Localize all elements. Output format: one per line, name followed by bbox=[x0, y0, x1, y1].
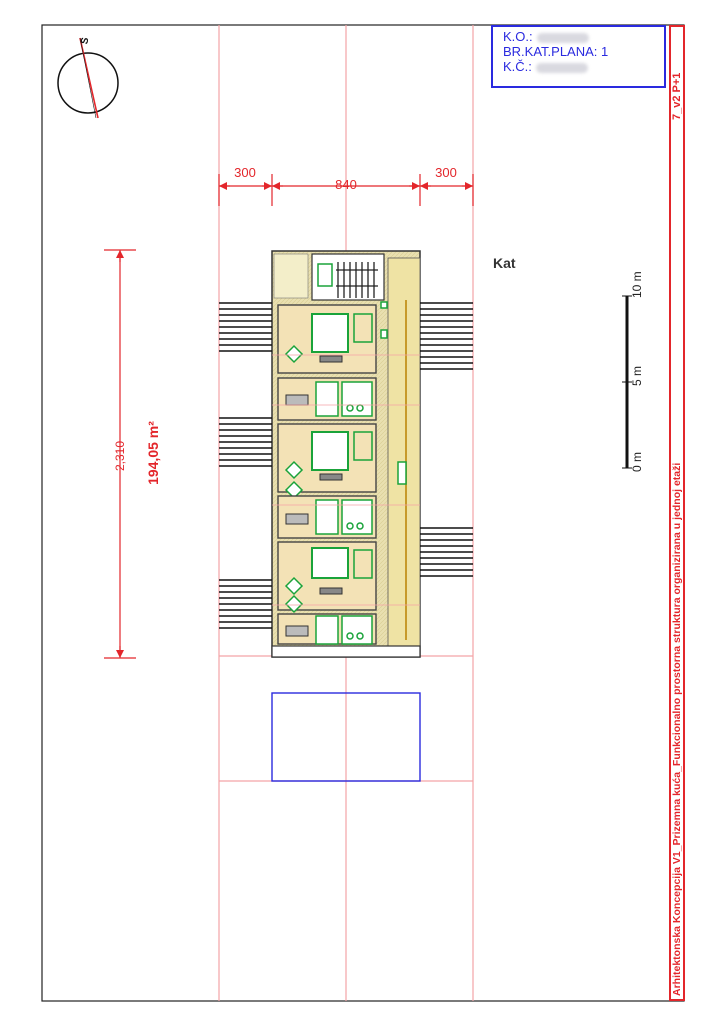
sheet-title: Arhitektonska Koncepcija V1_Prizemna kuć… bbox=[671, 462, 683, 996]
dim-top-left: 300 bbox=[234, 165, 256, 180]
unit-3 bbox=[277, 541, 377, 645]
scale-label-5: 5 m bbox=[630, 365, 644, 386]
scale-label-10: 10 m bbox=[630, 271, 644, 298]
left-dimension bbox=[104, 249, 136, 659]
scale-bar bbox=[622, 295, 632, 469]
dim-top-right: 300 bbox=[435, 165, 457, 180]
unit-2 bbox=[277, 423, 377, 539]
top-dimension bbox=[218, 174, 474, 206]
kc-label: K.Č.: bbox=[503, 59, 532, 74]
dim-left-length: 2,310 bbox=[113, 441, 127, 471]
cadastral-info-box: K.O.: BR.KAT.PLANA: 1 K.Č.: bbox=[491, 25, 666, 88]
title-block bbox=[669, 25, 685, 1001]
dim-top-middle: 840 bbox=[335, 177, 357, 192]
north-arrow-icon bbox=[57, 37, 119, 119]
redacted-value bbox=[536, 32, 589, 43]
ko-label: K.O.: bbox=[503, 29, 533, 44]
unit-1 bbox=[277, 304, 377, 421]
parking-outline bbox=[271, 692, 421, 782]
redacted-value bbox=[535, 62, 588, 73]
side-hatching bbox=[219, 302, 473, 629]
sheet-code: 7_v2 P+1 bbox=[671, 72, 683, 120]
floor-label: Kat bbox=[493, 255, 516, 271]
area-label: 194,05 m² bbox=[145, 421, 161, 485]
floor-plan bbox=[271, 250, 421, 658]
plot-grid bbox=[218, 25, 474, 1001]
north-label: S bbox=[79, 36, 91, 45]
scale-label-0: 0 m bbox=[630, 451, 644, 472]
plan-label: BR.KAT.PLANA: 1 bbox=[503, 44, 609, 59]
